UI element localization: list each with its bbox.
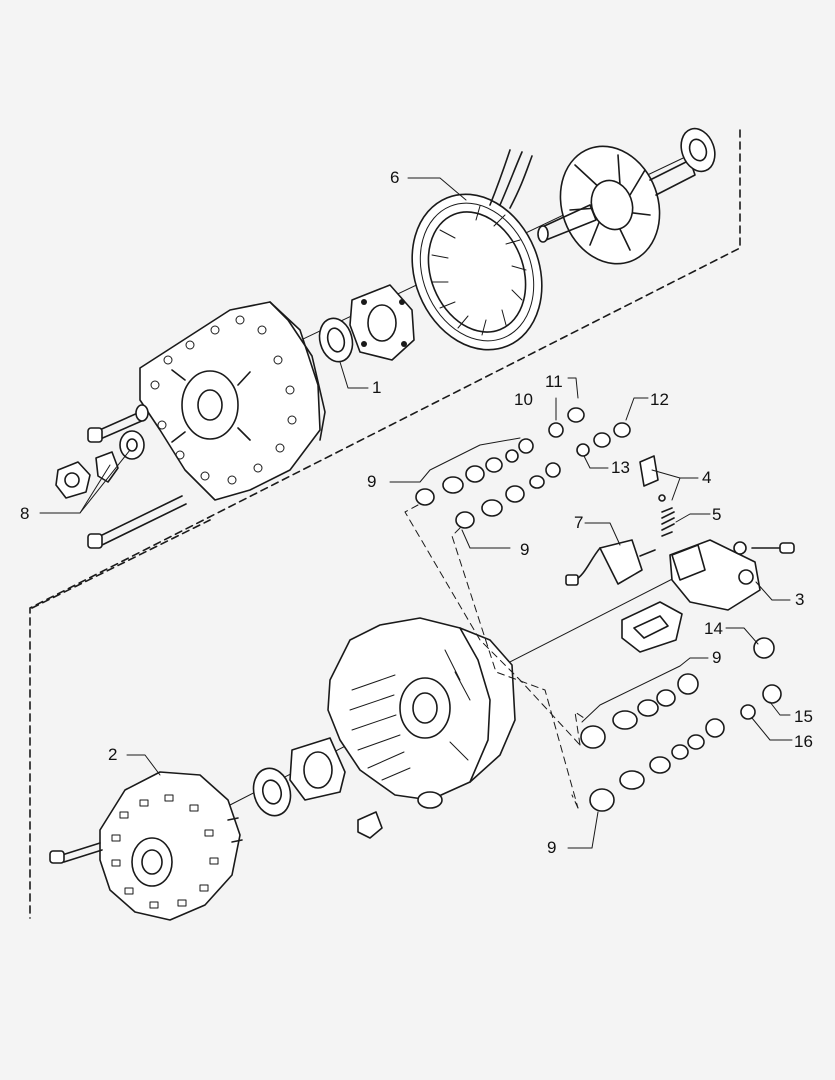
- callout-13: 13: [611, 458, 630, 477]
- front-bearing: [318, 317, 354, 363]
- rotor: [537, 127, 716, 265]
- callout-16: 16: [794, 732, 813, 751]
- housing-fasteners: [55, 404, 187, 549]
- rear-bearing: [252, 737, 346, 817]
- callout-9-d: 9: [547, 838, 556, 857]
- brush-cover-seal: [621, 601, 683, 653]
- terminal-washer-stack-upper: [415, 407, 631, 529]
- callout-2: 2: [108, 745, 117, 764]
- stator: [411, 149, 543, 351]
- rear-end-housing: [327, 617, 516, 809]
- callout-1: 1: [372, 378, 381, 397]
- bearing-retainer-plate: [349, 284, 415, 361]
- callout-9-b: 9: [520, 540, 529, 559]
- callout-10: 10: [514, 390, 533, 409]
- rectifier-plate: [49, 771, 243, 921]
- callout-9-c: 9: [712, 648, 721, 667]
- callout-5: 5: [712, 505, 721, 524]
- callout-3: 3: [795, 590, 804, 609]
- callout-7: 7: [574, 513, 583, 532]
- mounting-bushing: [357, 811, 383, 839]
- callout-4: 4: [702, 468, 711, 487]
- callout-15: 15: [794, 707, 813, 726]
- callout-11: 11: [545, 372, 563, 391]
- connection-paths: [404, 504, 585, 809]
- callout-14: 14: [704, 619, 723, 638]
- callout-12: 12: [650, 390, 669, 409]
- regulator-brush-holder: [565, 455, 795, 611]
- callout-8: 8: [20, 504, 29, 523]
- leader-lines: [39, 177, 793, 849]
- assembly-boundary: [29, 129, 741, 919]
- callout-9-a: 9: [367, 472, 376, 491]
- callout-6: 6: [390, 168, 399, 187]
- terminal-washer-stack-lower: [580, 637, 782, 812]
- front-end-housing: [139, 301, 326, 501]
- callout-labels: 6 1 11 10 12 9 13 4 8 5 7 9 3 14 9 15 16…: [20, 168, 813, 857]
